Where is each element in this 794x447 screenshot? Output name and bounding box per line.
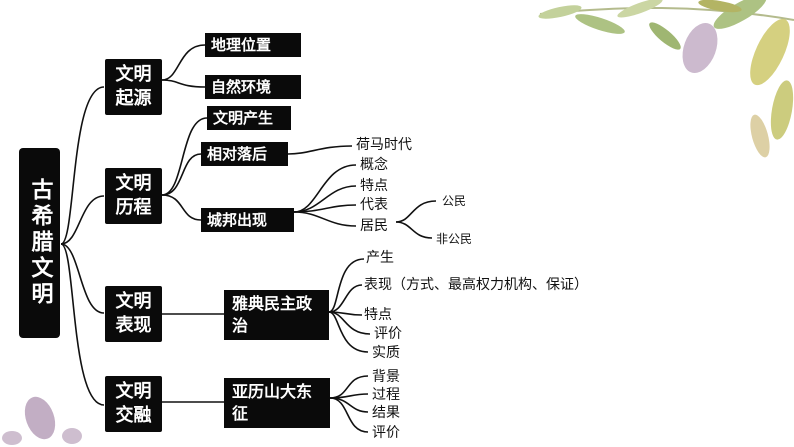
leaf-alex-beijing: 背景 (372, 369, 400, 385)
leaf-athens-biaoxian: 表现（方式、最高权力机构、保证） (364, 277, 588, 293)
leaf-gongmin: 公民 (442, 193, 466, 209)
leaf-athens-chansheng: 产生 (366, 250, 394, 266)
node-dili-weizhi: 地理位置 (205, 33, 301, 57)
leaf-hema-shidai: 荷马时代 (356, 137, 412, 153)
branch-wenming-jiaorong: 文明交融 (105, 376, 162, 432)
node-xiangdui-luohou: 相对落后 (201, 142, 288, 166)
root-node: 古希腊文明 (19, 148, 60, 338)
node-ziran-huanjing: 自然环境 (205, 75, 301, 99)
branch-wenming-biaoxian: 文明表现 (105, 286, 162, 342)
leaf-athens-pingjia: 评价 (374, 326, 402, 342)
branch-wenming-qiyuan: 文明起源 (105, 59, 162, 115)
leaf-tedian: 特点 (360, 178, 388, 194)
leaf-fei-gongmin: 非公民 (436, 231, 472, 247)
leaf-alex-guocheng: 过程 (372, 387, 400, 403)
node-chengbang-chuxian: 城邦出现 (201, 208, 294, 232)
leaf-athens-shizhi: 实质 (372, 345, 400, 361)
leaf-alex-jieguo: 结果 (372, 405, 400, 421)
leaf-gainian: 概念 (360, 157, 388, 173)
leaf-daibiao: 代表 (360, 197, 388, 213)
leaf-jumin: 居民 (360, 218, 388, 234)
node-wenming-chansheng: 文明产生 (207, 106, 291, 130)
node-yadian-minzhu-zhengzhi: 雅典民主政治 (224, 290, 329, 340)
branch-wenming-licheng: 文明历程 (105, 168, 162, 224)
leaf-alex-pingjia: 评价 (372, 425, 400, 441)
node-yalishanda-dongzheng: 亚历山大东征 (224, 378, 330, 428)
leaf-athens-tedian: 特点 (364, 307, 392, 323)
